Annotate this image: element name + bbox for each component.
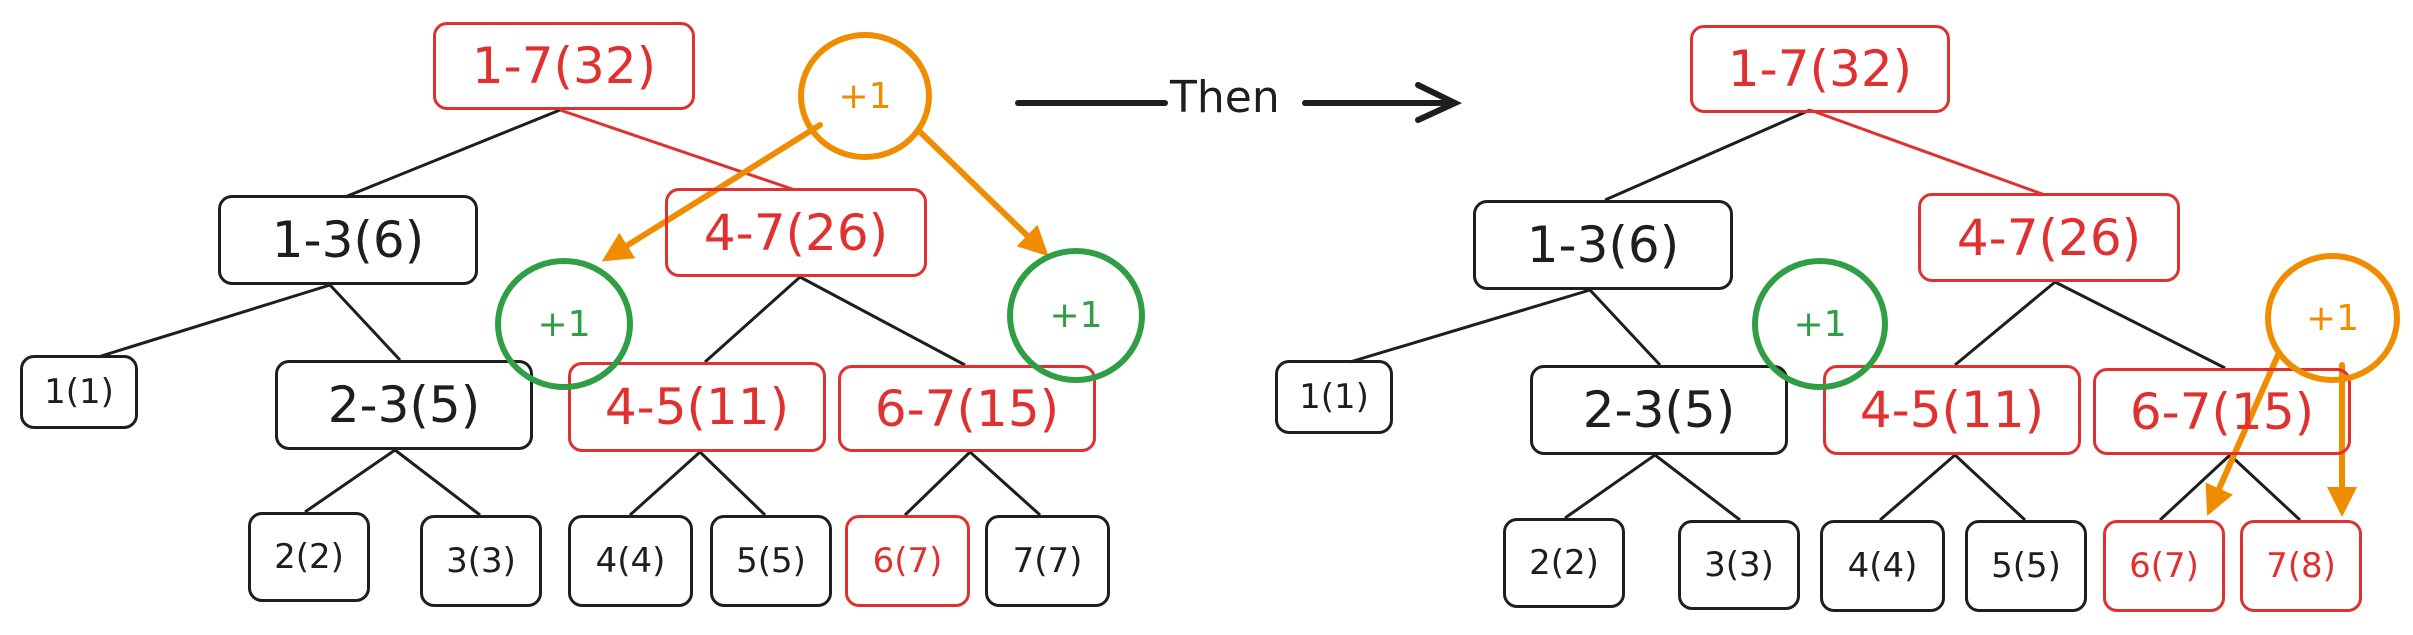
left-lazy-tag-green-b: +1 — [1007, 248, 1145, 383]
then-label: Then — [1170, 72, 1280, 123]
left-node-6-label: 6(7) — [872, 541, 943, 581]
left-node-6-7-label: 6-7(15) — [874, 379, 1060, 438]
right-node-6-label: 6(7) — [2129, 546, 2199, 586]
right-node-6-7-label: 6-7(15) — [2129, 382, 2315, 441]
right-node-2-3-label: 2-3(5) — [1582, 381, 1736, 439]
right-node-root: 1-7(32) — [1690, 25, 1950, 113]
edge-6-7-6 — [2158, 453, 2232, 522]
right-lazy-arrows — [2205, 352, 2357, 517]
right-node-1: 1(1) — [1275, 360, 1393, 434]
left-node-2-3-label: 2-3(5) — [327, 376, 481, 434]
arrow-orange-to-6 — [2205, 352, 2281, 516]
left-node-4-7-label: 4-7(26) — [703, 203, 889, 262]
right-node-3-label: 3(3) — [1704, 545, 1774, 585]
right-node-2-label: 2(2) — [1529, 543, 1599, 583]
left-tree-edges — [97, 108, 1042, 517]
edge-root-1-3 — [344, 108, 561, 199]
right-node-3: 3(3) — [1678, 520, 1800, 610]
edge-root-4-7 — [559, 108, 796, 192]
left-node-1-label: 1(1) — [44, 372, 114, 412]
left-node-3: 3(3) — [420, 515, 542, 607]
edge-4-7-4-5 — [1954, 280, 2056, 367]
left-node-2-3: 2-3(5) — [275, 360, 533, 450]
left-lazy-tag-green-b-label: +1 — [1049, 295, 1103, 336]
left-node-2-label: 2(2) — [274, 537, 344, 577]
right-node-7: 7(8) — [2240, 520, 2362, 612]
edge-2-3-3 — [1654, 453, 1741, 522]
edge-root-1-3 — [1604, 108, 1811, 202]
edge-1-3-1 — [1349, 288, 1591, 364]
left-node-5: 5(5) — [710, 515, 832, 607]
right-lazy-tag-green-label: +1 — [1793, 303, 1847, 345]
left-node-7: 7(7) — [985, 515, 1110, 607]
right-node-1-3: 1-3(6) — [1473, 200, 1733, 290]
left-node-4-5-label: 4-5(11) — [604, 378, 790, 436]
right-node-5-label: 5(5) — [1991, 546, 2061, 586]
edge-4-7-6-7 — [2054, 280, 2226, 370]
right-node-5: 5(5) — [1965, 520, 2087, 612]
edge-2-3-2 — [304, 448, 396, 514]
right-node-2: 2(2) — [1503, 518, 1625, 608]
then-label-text: Then — [1170, 72, 1280, 123]
right-node-7-label: 7(8) — [2266, 546, 2336, 586]
right-node-4-5: 4-5(11) — [1823, 365, 2081, 455]
left-node-4-5: 4-5(11) — [568, 362, 826, 452]
edge-4-7-6-7 — [799, 275, 966, 367]
left-node-1-3: 1-3(6) — [218, 195, 478, 285]
left-node-4-label: 4(4) — [595, 541, 666, 581]
arrow-orange-to-green-b — [915, 127, 1049, 257]
edge-1-3-1 — [97, 283, 331, 359]
right-node-root-label: 1-7(32) — [1727, 40, 1913, 98]
edge-4-5-5 — [698, 450, 767, 517]
right-lazy-tag-green: +1 — [1752, 258, 1888, 390]
edge-6-7-7 — [968, 450, 1042, 517]
right-node-4: 4(4) — [1820, 520, 1945, 612]
left-lazy-tag-green-a-label: +1 — [537, 303, 591, 345]
right-lazy-tag-orange-label: +1 — [2305, 297, 2360, 339]
edge-6-7-6 — [903, 450, 972, 517]
left-node-6-7: 6-7(15) — [838, 365, 1096, 452]
right-node-2-3: 2-3(5) — [1530, 365, 1788, 455]
edge-root-4-7 — [1809, 108, 2046, 197]
edge-4-7-4-5 — [703, 275, 802, 364]
left-node-4-7: 4-7(26) — [665, 188, 927, 277]
left-node-1-3-label: 1-3(6) — [271, 211, 425, 269]
edge-1-3-2-3 — [1588, 288, 1662, 367]
left-node-7-label: 7(7) — [1012, 541, 1083, 581]
right-node-4-label: 4(4) — [1847, 546, 1918, 586]
right-node-6-7: 6-7(15) — [2093, 368, 2351, 455]
edge-1-3-2-3 — [328, 283, 402, 362]
left-node-5-label: 5(5) — [736, 541, 806, 581]
left-lazy-tag-orange-label: +1 — [838, 75, 892, 117]
left-node-root: 1-7(32) — [433, 22, 695, 110]
left-lazy-tag-orange: +1 — [798, 32, 932, 160]
left-node-2: 2(2) — [248, 512, 370, 602]
right-node-6: 6(7) — [2103, 520, 2225, 612]
edge-4-5-4 — [1879, 453, 1956, 522]
left-node-root-label: 1-7(32) — [471, 37, 657, 95]
right-node-4-7-label: 4-7(26) — [1956, 208, 2142, 267]
edge-4-5-4 — [628, 450, 702, 517]
left-node-3-label: 3(3) — [446, 541, 516, 581]
edge-2-3-3 — [394, 448, 481, 517]
right-lazy-tag-orange: +1 — [2265, 253, 2400, 383]
right-node-1-3-label: 1-3(6) — [1526, 216, 1680, 274]
right-node-1-label: 1(1) — [1299, 377, 1369, 417]
right-node-4-7: 4-7(26) — [1918, 193, 2180, 282]
left-lazy-tag-green-a: +1 — [495, 258, 633, 390]
left-node-6: 6(7) — [845, 515, 970, 607]
then-arrow — [1015, 82, 1463, 123]
left-node-1: 1(1) — [20, 355, 138, 429]
right-tree-edges — [1349, 108, 2302, 522]
right-node-4-5-label: 4-5(11) — [1859, 381, 2045, 439]
edge-4-5-5 — [1953, 453, 2027, 522]
left-node-4: 4(4) — [568, 515, 693, 607]
edge-6-7-7 — [2228, 453, 2302, 522]
edge-2-3-2 — [1564, 453, 1656, 520]
